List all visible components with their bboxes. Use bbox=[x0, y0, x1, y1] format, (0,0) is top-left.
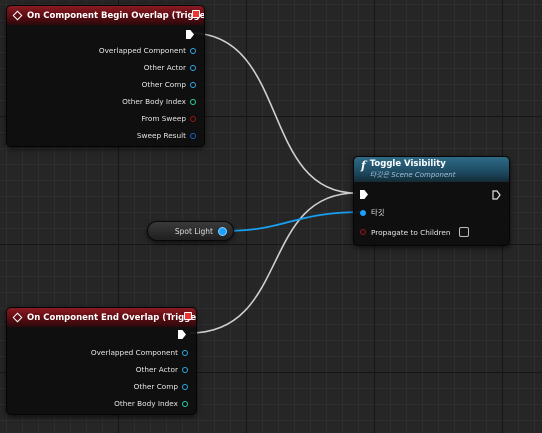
pin-label: Other Body Index bbox=[114, 399, 178, 408]
begin-overlap-header[interactable]: On Component Begin Overlap (Trigger) bbox=[7, 6, 204, 25]
struct-pin-icon[interactable] bbox=[190, 132, 196, 139]
toggle-visibility-header[interactable]: f Toggle Visibility 타깃은 Scene Component bbox=[354, 157, 509, 182]
pin-propagate-to-children[interactable]: Propagate to Children bbox=[360, 227, 470, 237]
exec-out-pin-icon[interactable] bbox=[492, 190, 501, 200]
delegate-pin-icon[interactable] bbox=[192, 10, 200, 18]
bool-pin-icon[interactable] bbox=[360, 229, 366, 235]
object-pin-icon[interactable] bbox=[190, 47, 196, 54]
object-pin-icon[interactable] bbox=[190, 81, 196, 88]
pin-other-comp[interactable]: Other Comp bbox=[134, 382, 188, 391]
pin-other-body-index[interactable]: Other Body Index bbox=[122, 97, 196, 106]
pin-overlapped-component[interactable]: Overlapped Component bbox=[91, 348, 188, 357]
event-diamond-icon bbox=[12, 10, 23, 21]
object-pin-icon[interactable] bbox=[182, 383, 188, 390]
object-pin-icon[interactable] bbox=[218, 226, 227, 236]
exec-wire-begin bbox=[189, 32, 357, 194]
toggle-visibility-node[interactable]: f Toggle Visibility 타깃은 Scene Component … bbox=[353, 156, 510, 246]
variable-label: Spot Light bbox=[174, 226, 213, 236]
pin-label: Sweep Result bbox=[136, 131, 186, 140]
pin-label: Other Body Index bbox=[122, 97, 186, 106]
exec-out-pin-icon[interactable] bbox=[186, 30, 194, 39]
pin-other-actor[interactable]: Other Actor bbox=[136, 365, 188, 374]
pin-other-actor[interactable]: Other Actor bbox=[144, 63, 196, 72]
event-diamond-icon bbox=[12, 312, 23, 323]
function-subtitle: 타깃은 Scene Component bbox=[369, 171, 456, 179]
pin-sweep-result[interactable]: Sweep Result bbox=[137, 131, 196, 140]
object-pin-icon[interactable] bbox=[182, 349, 188, 356]
spot-light-variable-node[interactable]: Spot Light bbox=[147, 221, 234, 241]
exec-out-pin-icon[interactable] bbox=[178, 330, 186, 339]
int-pin-icon[interactable] bbox=[190, 98, 196, 105]
pin-label: Other Actor bbox=[143, 63, 186, 72]
pin-label: Other Comp bbox=[133, 382, 178, 391]
end-overlap-title: On Component End Overlap (Trigger) bbox=[27, 312, 197, 323]
pin-other-body-index[interactable]: Other Body Index bbox=[114, 399, 188, 408]
pin-label: Other Comp bbox=[141, 80, 186, 89]
object-pin-icon[interactable] bbox=[182, 366, 188, 373]
exec-in-pin-icon[interactable] bbox=[360, 190, 368, 199]
end-overlap-header[interactable]: On Component End Overlap (Trigger) bbox=[7, 308, 196, 327]
pin-label: From Sweep bbox=[141, 114, 186, 123]
pin-from-sweep[interactable]: From Sweep bbox=[141, 114, 196, 123]
pin-target[interactable]: 타깃 bbox=[360, 208, 384, 218]
pin-label: Other Actor bbox=[135, 365, 178, 374]
pin-overlapped-component[interactable]: Overlapped Component bbox=[99, 46, 196, 55]
function-title: Toggle Visibility bbox=[369, 159, 446, 169]
end-overlap-event-node[interactable]: On Component End Overlap (Trigger) Overl… bbox=[6, 307, 197, 415]
delegate-pin-icon[interactable] bbox=[184, 312, 192, 320]
pin-other-comp[interactable]: Other Comp bbox=[142, 80, 196, 89]
propagate-checkbox[interactable] bbox=[459, 227, 470, 237]
pin-label: 타깃 bbox=[371, 208, 385, 217]
object-pin-icon[interactable] bbox=[360, 210, 366, 216]
pin-label: Overlapped Component bbox=[90, 348, 178, 357]
function-icon: f bbox=[361, 159, 366, 172]
object-wire-spotlight bbox=[221, 211, 365, 232]
int-pin-icon[interactable] bbox=[182, 400, 188, 407]
begin-overlap-title: On Component Begin Overlap (Trigger) bbox=[27, 10, 205, 21]
exec-wire-end bbox=[189, 192, 357, 334]
pin-label: Overlapped Component bbox=[98, 46, 186, 55]
object-pin-icon[interactable] bbox=[190, 64, 196, 71]
bool-pin-icon[interactable] bbox=[190, 115, 196, 122]
pin-label: Propagate to Children bbox=[371, 227, 451, 237]
begin-overlap-event-node[interactable]: On Component Begin Overlap (Trigger) Ove… bbox=[6, 5, 205, 147]
